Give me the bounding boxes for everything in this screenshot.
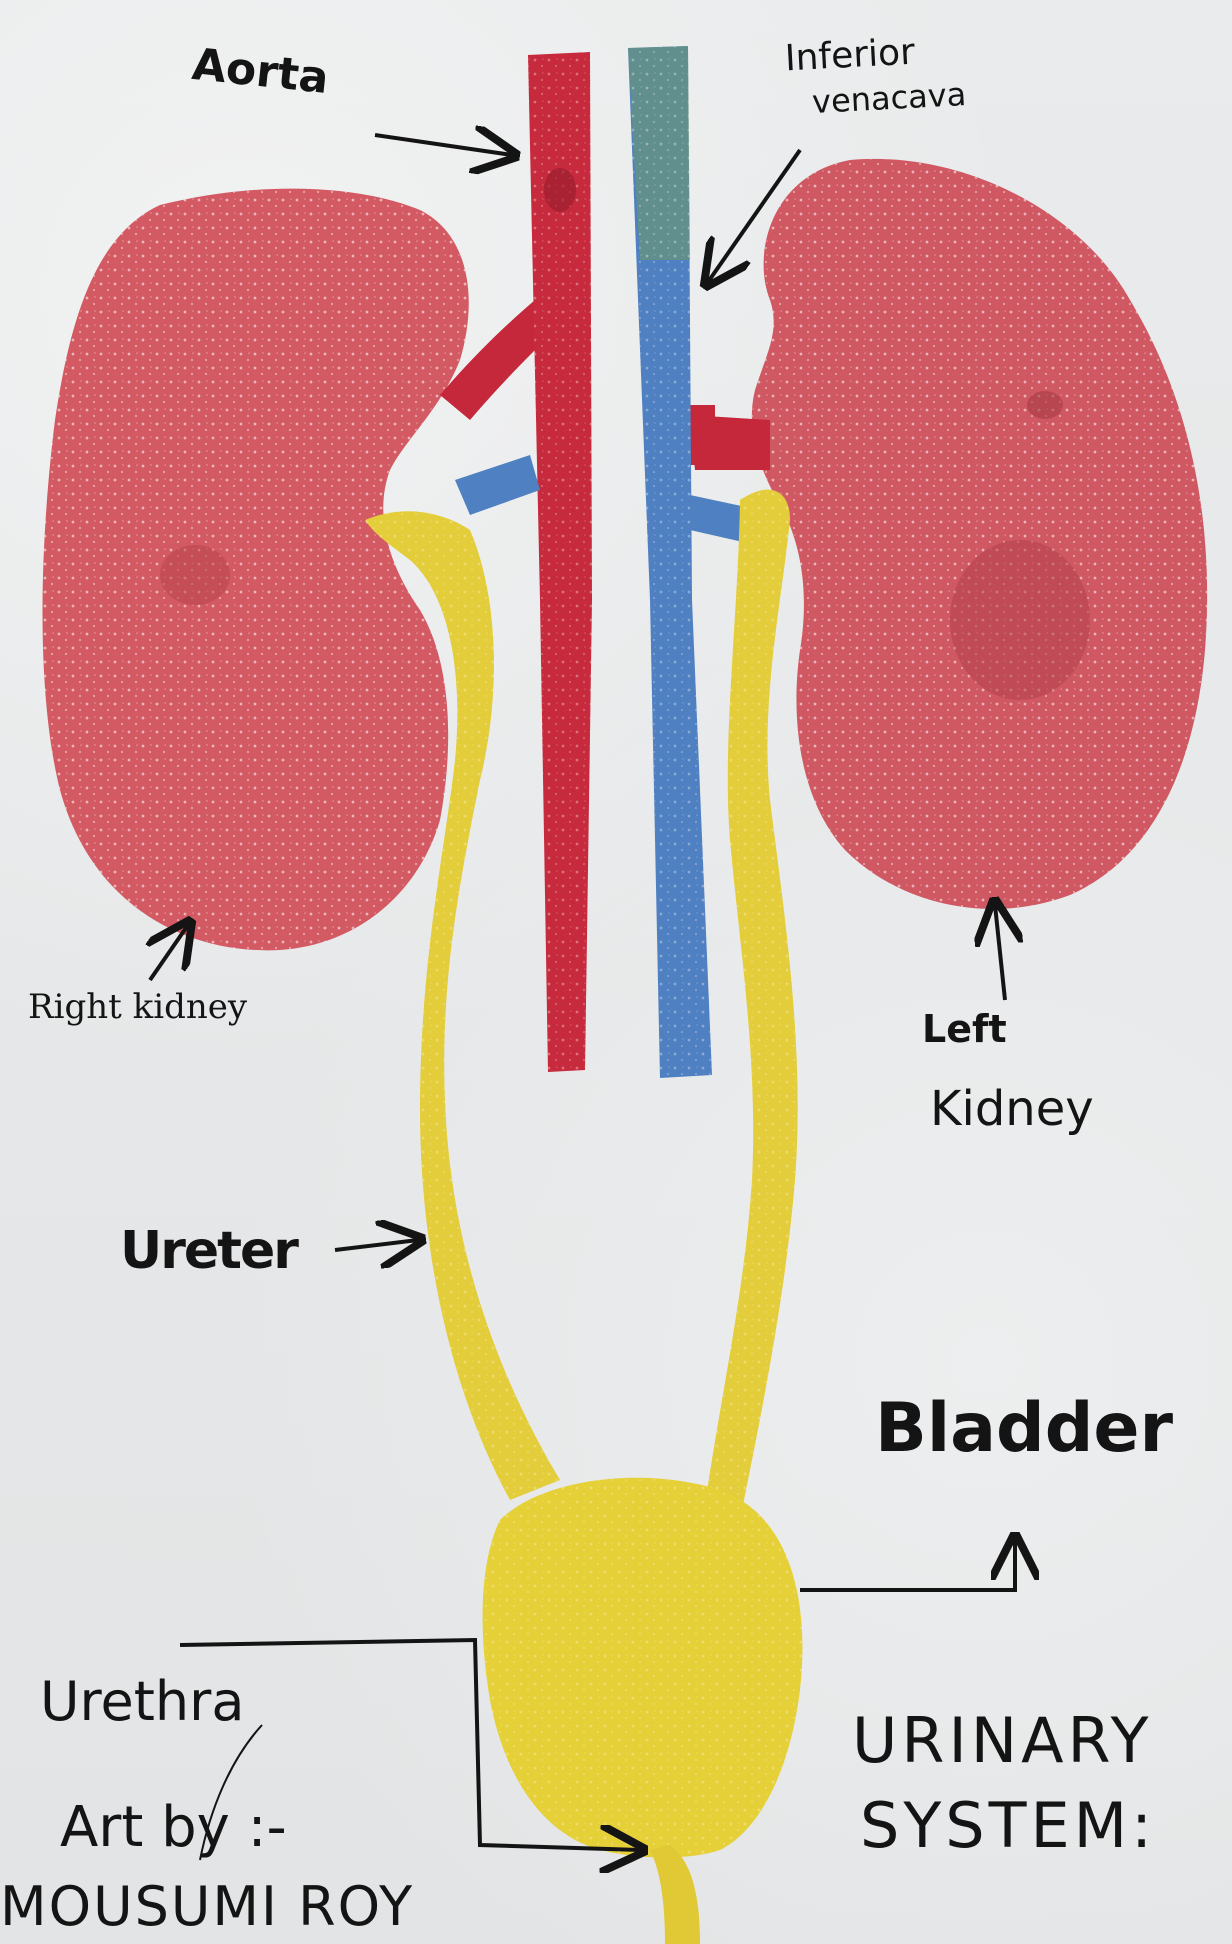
right-kidney-arrow <box>150 925 188 980</box>
inferior-vena-cava-label-line2: venacava <box>811 78 967 118</box>
bladder <box>483 1478 803 1858</box>
left-kidney <box>752 159 1207 909</box>
aorta-arrow <box>375 135 512 155</box>
inferior-vena-cava-label-line1: Inferior <box>784 35 916 78</box>
bladder-arrow <box>800 1540 1015 1590</box>
left-kidney-arrow <box>995 905 1005 1000</box>
bladder-label: Bladder <box>875 1395 1173 1463</box>
ureter-label: Ureter <box>120 1225 297 1277</box>
right-kidney <box>43 189 469 951</box>
aorta <box>528 52 592 1072</box>
left-kidney-label-line1: Left <box>922 1010 1007 1048</box>
artist-name: MOUSUMI ROY <box>0 1880 414 1934</box>
inferior-vena-cava <box>628 46 712 1078</box>
title-line2: SYSTEM: <box>860 1795 1156 1857</box>
ureter-arrow <box>335 1240 418 1250</box>
right-kidney-label: Right kidney <box>28 990 247 1024</box>
title-line1: URINARY <box>852 1710 1153 1772</box>
urethra-label: Urethra <box>40 1675 244 1729</box>
art-by-label: Art by :- <box>60 1800 287 1856</box>
left-kidney-label-line2: Kidney <box>930 1085 1094 1133</box>
urethra <box>650 1845 700 1944</box>
renal-arteries <box>440 300 770 470</box>
